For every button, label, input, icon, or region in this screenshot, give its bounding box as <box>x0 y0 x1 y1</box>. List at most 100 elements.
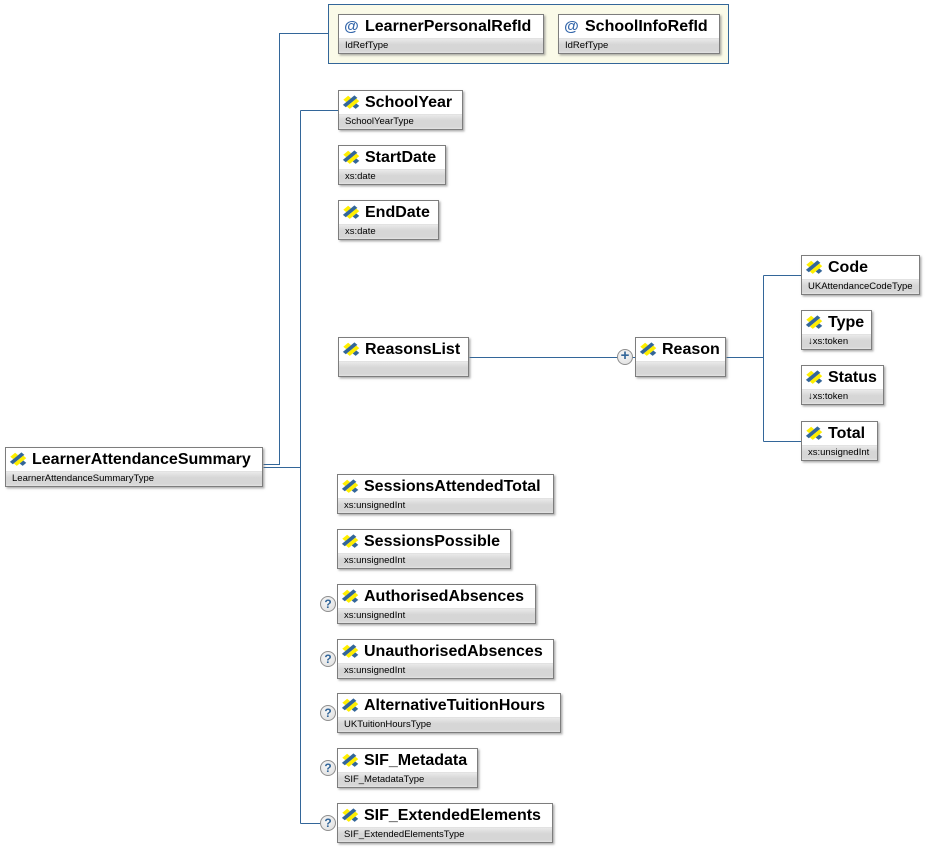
optional-badge-alternativetuitionhours: ? <box>320 705 336 721</box>
node-type: IdRefType <box>565 40 609 51</box>
element-icon <box>338 805 363 825</box>
node-title-row: StartDate <box>339 146 445 169</box>
node-title: Reason <box>662 340 720 358</box>
node-title: SIF_Metadata <box>364 751 468 769</box>
node-status[interactable]: Status ↓xs:token <box>801 365 884 405</box>
optional-badge-sif-extendedelements: ? <box>320 815 336 831</box>
node-learnerpersonalrefid[interactable]: @ LearnerPersonalRefId IdRefType <box>338 14 544 54</box>
node-unauthorisedabsences[interactable]: UnauthorisedAbsences xs:unsignedInt <box>337 639 554 679</box>
node-type: xs:unsignedInt <box>344 500 406 511</box>
node-title-row: SessionsPossible <box>338 530 510 553</box>
node-title-row: SIF_Metadata <box>338 749 477 772</box>
node-title: ReasonsList <box>365 340 461 358</box>
node-title-row: LearnerAttendanceSummary <box>6 448 262 471</box>
node-title: SchoolInfoRefId <box>585 17 708 35</box>
element-icon <box>339 147 364 167</box>
node-type-band: xs:unsignedInt <box>338 498 553 513</box>
node-title-row: SessionsAttendedTotal <box>338 475 553 498</box>
node-type-band: SIF_ExtendedElementsType <box>338 827 552 842</box>
node-sif-extendedelements[interactable]: SIF_ExtendedElements SIF_ExtendedElement… <box>337 803 553 843</box>
element-icon <box>802 257 827 277</box>
node-schoolinforefid[interactable]: @SchoolInfoRefId IdRefType <box>558 14 720 54</box>
node-title-row: @ LearnerPersonalRefId <box>339 15 543 38</box>
node-title: SessionsPossible <box>364 532 501 550</box>
node-startdate[interactable]: StartDate xs:date <box>338 145 446 185</box>
element-icon <box>802 312 827 332</box>
node-title-row: AuthorisedAbsences <box>338 585 535 608</box>
optional-badge-sif-metadata: ? <box>320 760 336 776</box>
node-type-band: xs:date <box>339 224 438 239</box>
node-total[interactable]: Total xs:unsignedInt <box>801 421 878 461</box>
node-reason[interactable]: Reason <box>635 337 726 377</box>
node-title-row: Status <box>802 366 883 389</box>
element-icon <box>338 695 363 715</box>
node-title: StartDate <box>365 148 437 166</box>
node-sif-metadata[interactable]: SIF_Metadata SIF_MetadataType <box>337 748 478 788</box>
node-title-row: Type <box>802 311 871 334</box>
node-type-band: SchoolYearType <box>339 114 462 129</box>
node-title-row: Total <box>802 422 877 445</box>
node-title: Type <box>828 313 865 331</box>
optional-badge-authorisedabsences: ? <box>320 596 336 612</box>
repeat-badge-reason[interactable]: + <box>617 348 633 365</box>
node-type: ↓xs:token <box>808 391 849 402</box>
element-icon <box>636 339 661 359</box>
node-title: LearnerPersonalRefId <box>365 17 532 35</box>
node-type-band <box>339 361 468 376</box>
node-authorisedabsences[interactable]: AuthorisedAbsences xs:unsignedInt <box>337 584 536 624</box>
node-enddate[interactable]: EndDate xs:date <box>338 200 439 240</box>
node-reasonslist[interactable]: ReasonsList <box>338 337 469 377</box>
element-icon <box>802 367 827 387</box>
node-title-row: SchoolYear <box>339 91 462 114</box>
node-type: xs:date <box>345 226 376 237</box>
node-title: SessionsAttendedTotal <box>364 477 541 495</box>
node-sessionsattendedtotal[interactable]: SessionsAttendedTotal xs:unsignedInt <box>337 474 554 514</box>
node-title: UnauthorisedAbsences <box>364 642 543 660</box>
node-title: Total <box>828 424 866 442</box>
node-title-row: Reason <box>636 338 725 361</box>
node-type-band: SIF_MetadataType <box>338 772 477 787</box>
node-type: IdRefType <box>345 40 389 51</box>
node-sessionspossible[interactable]: SessionsPossible xs:unsignedInt <box>337 529 511 569</box>
element-icon <box>339 339 364 359</box>
node-type: SchoolYearType <box>345 116 414 127</box>
node-type-band: ↓xs:token <box>802 389 883 404</box>
element-icon <box>338 641 363 661</box>
node-schoolyear[interactable]: SchoolYear SchoolYearType <box>338 90 463 130</box>
node-type[interactable]: Type ↓xs:token <box>801 310 872 350</box>
node-code[interactable]: Code UKAttendanceCodeType <box>801 255 920 295</box>
node-title-row: SIF_ExtendedElements <box>338 804 552 827</box>
node-type-band: xs:date <box>339 169 445 184</box>
node-type: SIF_MetadataType <box>344 774 425 785</box>
node-learnerattendancesummary[interactable]: LearnerAttendanceSummary LearnerAttendan… <box>5 447 263 487</box>
node-type-band: xs:unsignedInt <box>338 663 553 678</box>
node-alternativetuitionhours[interactable]: AlternativeTuitionHours UKTuitionHoursTy… <box>337 693 561 733</box>
node-type: LearnerAttendanceSummaryType <box>12 473 155 484</box>
node-type: UKTuitionHoursType <box>344 719 432 730</box>
node-type-band <box>636 361 725 376</box>
node-type: xs:unsignedInt <box>808 447 870 458</box>
node-type: xs:unsignedInt <box>344 555 406 566</box>
node-title-row: ReasonsList <box>339 338 468 361</box>
node-title: AuthorisedAbsences <box>364 587 525 605</box>
node-title-row: Code <box>802 256 919 279</box>
node-type: xs:unsignedInt <box>344 610 406 621</box>
node-title: Code <box>828 258 868 276</box>
node-title: Status <box>828 368 877 386</box>
attribute-icon: @ <box>344 18 359 35</box>
node-type: ↓xs:token <box>808 336 849 347</box>
optional-badge-unauthorisedabsences: ? <box>320 651 336 667</box>
node-type-band: UKTuitionHoursType <box>338 717 560 732</box>
node-title: EndDate <box>365 203 430 221</box>
node-type: SIF_ExtendedElementsType <box>344 829 465 840</box>
node-title: LearnerAttendanceSummary <box>32 450 251 468</box>
node-type-band: LearnerAttendanceSummaryType <box>6 471 262 486</box>
node-type-band: xs:unsignedInt <box>338 608 535 623</box>
node-title: SIF_ExtendedElements <box>364 806 541 824</box>
node-type-band: UKAttendanceCodeType <box>802 279 919 294</box>
element-icon <box>338 476 363 496</box>
element-icon <box>802 423 827 443</box>
node-title: AlternativeTuitionHours <box>364 696 546 714</box>
